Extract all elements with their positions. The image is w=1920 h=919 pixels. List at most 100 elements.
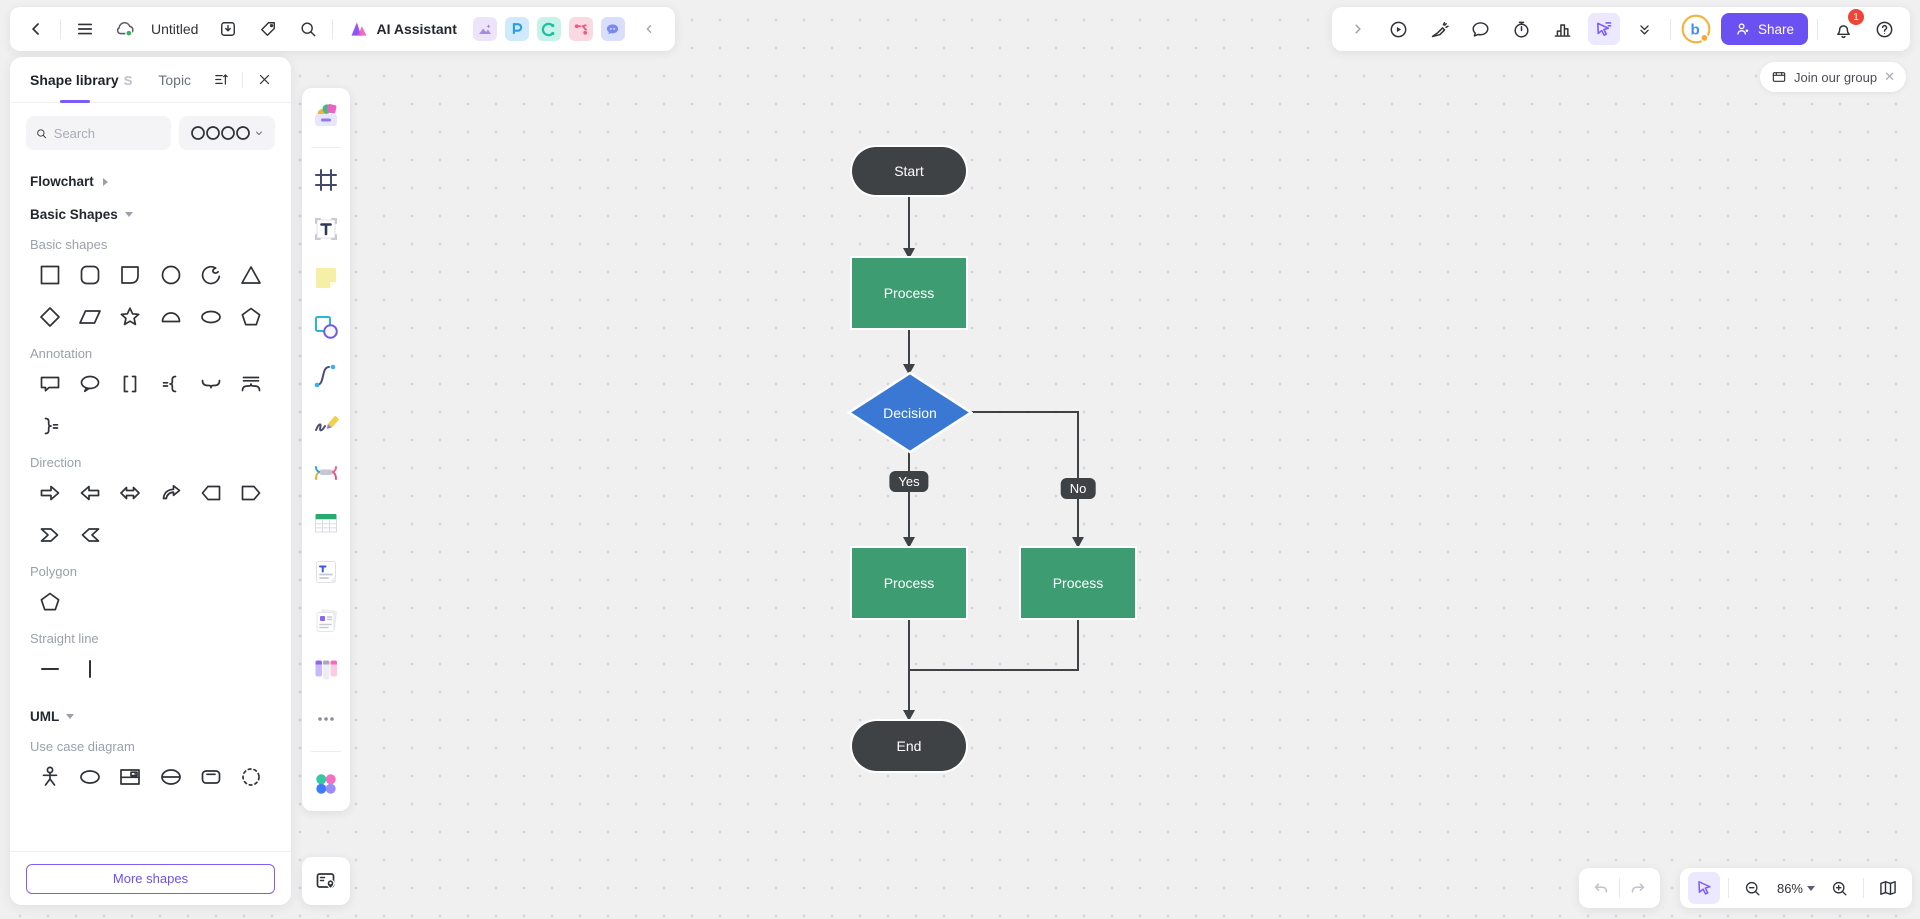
edge-label-no[interactable]: No <box>1060 478 1096 499</box>
sort-filter-button[interactable] <box>208 67 234 93</box>
speech-oval-shape-icon[interactable] <box>76 370 104 398</box>
collapse-toolbar-button[interactable] <box>633 13 665 45</box>
document-title[interactable]: Untitled <box>151 21 199 37</box>
circle-divided-shape-icon[interactable] <box>157 763 185 791</box>
presentation-app-icon[interactable] <box>504 17 529 41</box>
document-tool-button[interactable] <box>309 555 343 589</box>
apps-tool-button[interactable] <box>309 767 343 801</box>
help-button[interactable] <box>1868 13 1900 45</box>
brand-logo[interactable]: b <box>1680 13 1712 45</box>
arrow-curved-shape-icon[interactable] <box>157 479 185 507</box>
speech-rect-shape-icon[interactable] <box>36 370 64 398</box>
ellipse-shape-icon[interactable] <box>76 763 104 791</box>
close-panel-button[interactable] <box>251 67 277 93</box>
menu-button[interactable] <box>69 13 101 45</box>
flowchart-node-start[interactable]: Start <box>852 147 966 195</box>
arrow-double-shape-icon[interactable] <box>116 479 144 507</box>
point-left-shape-icon[interactable] <box>197 479 225 507</box>
select-cursor-button[interactable] <box>1587 13 1620 45</box>
comment-button[interactable] <box>1465 13 1497 45</box>
canvas-cursor-button[interactable] <box>1687 872 1720 904</box>
frame-tool-button[interactable] <box>309 163 343 197</box>
shape-library-tool-button[interactable] <box>309 98 343 132</box>
flowchart-node-process-3[interactable]: Process <box>1021 548 1135 618</box>
chevron-left-shape-icon[interactable] <box>76 521 104 549</box>
pen-tool-button[interactable] <box>309 408 343 442</box>
more-shapes-button[interactable]: More shapes <box>26 863 275 894</box>
subsystem-shape-icon[interactable] <box>116 763 144 791</box>
pentagon-shape-icon[interactable] <box>237 303 265 331</box>
brace-up-shape-icon[interactable] <box>237 370 265 398</box>
tab-topic[interactable]: Topic <box>158 71 192 88</box>
edge-label-yes[interactable]: Yes <box>889 471 929 492</box>
laser-pointer-button[interactable] <box>1424 13 1456 45</box>
rounded-rect-header-shape-icon[interactable] <box>197 763 225 791</box>
dashed-circle-shape-icon[interactable] <box>237 763 265 791</box>
parallelogram-shape-icon[interactable] <box>76 303 104 331</box>
flowchart-node-process-2[interactable]: Process <box>852 548 966 618</box>
chat-app-icon[interactable] <box>600 17 625 41</box>
search-button[interactable] <box>292 13 324 45</box>
sticky-note-tool-button[interactable] <box>309 261 343 295</box>
share-button[interactable]: Share <box>1720 13 1808 45</box>
text-tool-button[interactable] <box>309 212 343 246</box>
present-button[interactable] <box>1383 13 1415 45</box>
connector-tool-button[interactable] <box>309 359 343 393</box>
brace-down-shape-icon[interactable] <box>197 370 225 398</box>
undo-button[interactable] <box>1585 872 1617 904</box>
download-button[interactable] <box>212 13 244 45</box>
semicircle-shape-icon[interactable] <box>157 303 185 331</box>
style-preset-dropdown[interactable] <box>179 116 275 150</box>
notification-bell-button[interactable]: 1 <box>1827 9 1864 45</box>
section-basic-shapes[interactable]: Basic Shapes <box>30 207 271 222</box>
flowchart-node-end[interactable]: End <box>852 721 966 771</box>
section-uml[interactable]: UML <box>30 709 271 724</box>
shapes-tool-button[interactable] <box>309 310 343 344</box>
timer-button[interactable] <box>1506 13 1538 45</box>
kanban-tool-button[interactable] <box>309 653 343 687</box>
point-right-shape-icon[interactable] <box>237 479 265 507</box>
back-button[interactable] <box>20 13 52 45</box>
minimap-button[interactable] <box>1872 872 1904 904</box>
close-banner-icon[interactable]: ✕ <box>1884 69 1895 84</box>
half-rounded-square-shape-icon[interactable] <box>116 261 144 289</box>
zoom-in-button[interactable] <box>1823 872 1855 904</box>
star-shape-icon[interactable] <box>116 303 144 331</box>
mindmap-tool-button[interactable] <box>309 457 343 491</box>
brace-left-shape-icon[interactable] <box>157 370 185 398</box>
circle-shape-icon[interactable] <box>157 261 185 289</box>
zoom-level-dropdown[interactable]: 86% <box>1777 881 1815 896</box>
shape-search-box[interactable] <box>26 116 171 150</box>
oval-shape-icon[interactable] <box>197 303 225 331</box>
tag-button[interactable] <box>252 13 284 45</box>
diamond-shape-icon[interactable] <box>36 303 64 331</box>
canvas-widget-button[interactable] <box>302 857 350 905</box>
expand-icon[interactable] <box>1342 13 1374 45</box>
actor-shape-icon[interactable] <box>36 763 64 791</box>
zoom-out-button[interactable] <box>1737 872 1769 904</box>
mindmap-app-icon[interactable] <box>536 17 561 41</box>
more-tool-button[interactable] <box>309 702 343 736</box>
brackets-shape-icon[interactable] <box>116 370 144 398</box>
chevron-right-shape-icon[interactable] <box>36 521 64 549</box>
rounded-square-shape-icon[interactable] <box>76 261 104 289</box>
line-horizontal-shape-icon[interactable] <box>36 655 64 683</box>
chart-button[interactable] <box>1547 13 1579 45</box>
line-vertical-shape-icon[interactable] <box>76 655 104 683</box>
section-flowchart[interactable]: Flowchart <box>30 174 271 189</box>
join-group-banner[interactable]: Join our group ✕ <box>1759 62 1906 92</box>
brace-right-shape-icon[interactable] <box>36 412 64 440</box>
arrow-left-shape-icon[interactable] <box>76 479 104 507</box>
square-shape-icon[interactable] <box>36 261 64 289</box>
pentagon-shape-icon[interactable] <box>36 588 64 616</box>
image-app-icon[interactable] <box>472 17 497 41</box>
shape-search-input[interactable] <box>53 125 162 141</box>
flowchart-node-decision[interactable]: Decision <box>847 371 973 454</box>
arrow-right-shape-icon[interactable] <box>36 479 64 507</box>
collapse-toolbar-icon[interactable] <box>1629 13 1661 45</box>
flowchart-app-icon[interactable] <box>568 17 593 41</box>
ai-assistant-button[interactable]: AI Assistant <box>341 12 464 46</box>
redo-button[interactable] <box>1622 872 1654 904</box>
triangle-shape-icon[interactable] <box>237 261 265 289</box>
